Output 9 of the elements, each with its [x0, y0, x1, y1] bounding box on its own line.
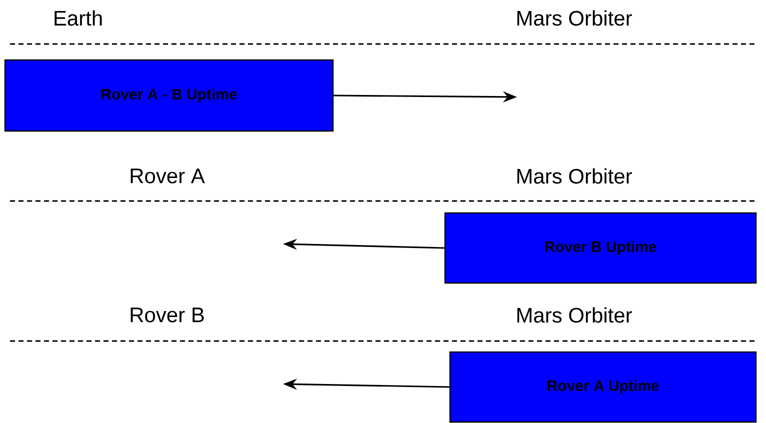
column-label: Rover A — [130, 168, 205, 184]
uptime-box: Rover A Uptime — [449, 351, 757, 423]
uptime-box: Rover B Uptime — [444, 212, 757, 284]
column-label: Mars Orbiter — [517, 168, 632, 184]
column-label: Earth — [54, 10, 102, 26]
column-label: Mars Orbiter — [517, 10, 632, 26]
uptime-box: Rover A - B Uptime — [4, 59, 334, 132]
column-label: Mars Orbiter — [517, 307, 632, 323]
column-label: Rover B — [130, 308, 204, 322]
